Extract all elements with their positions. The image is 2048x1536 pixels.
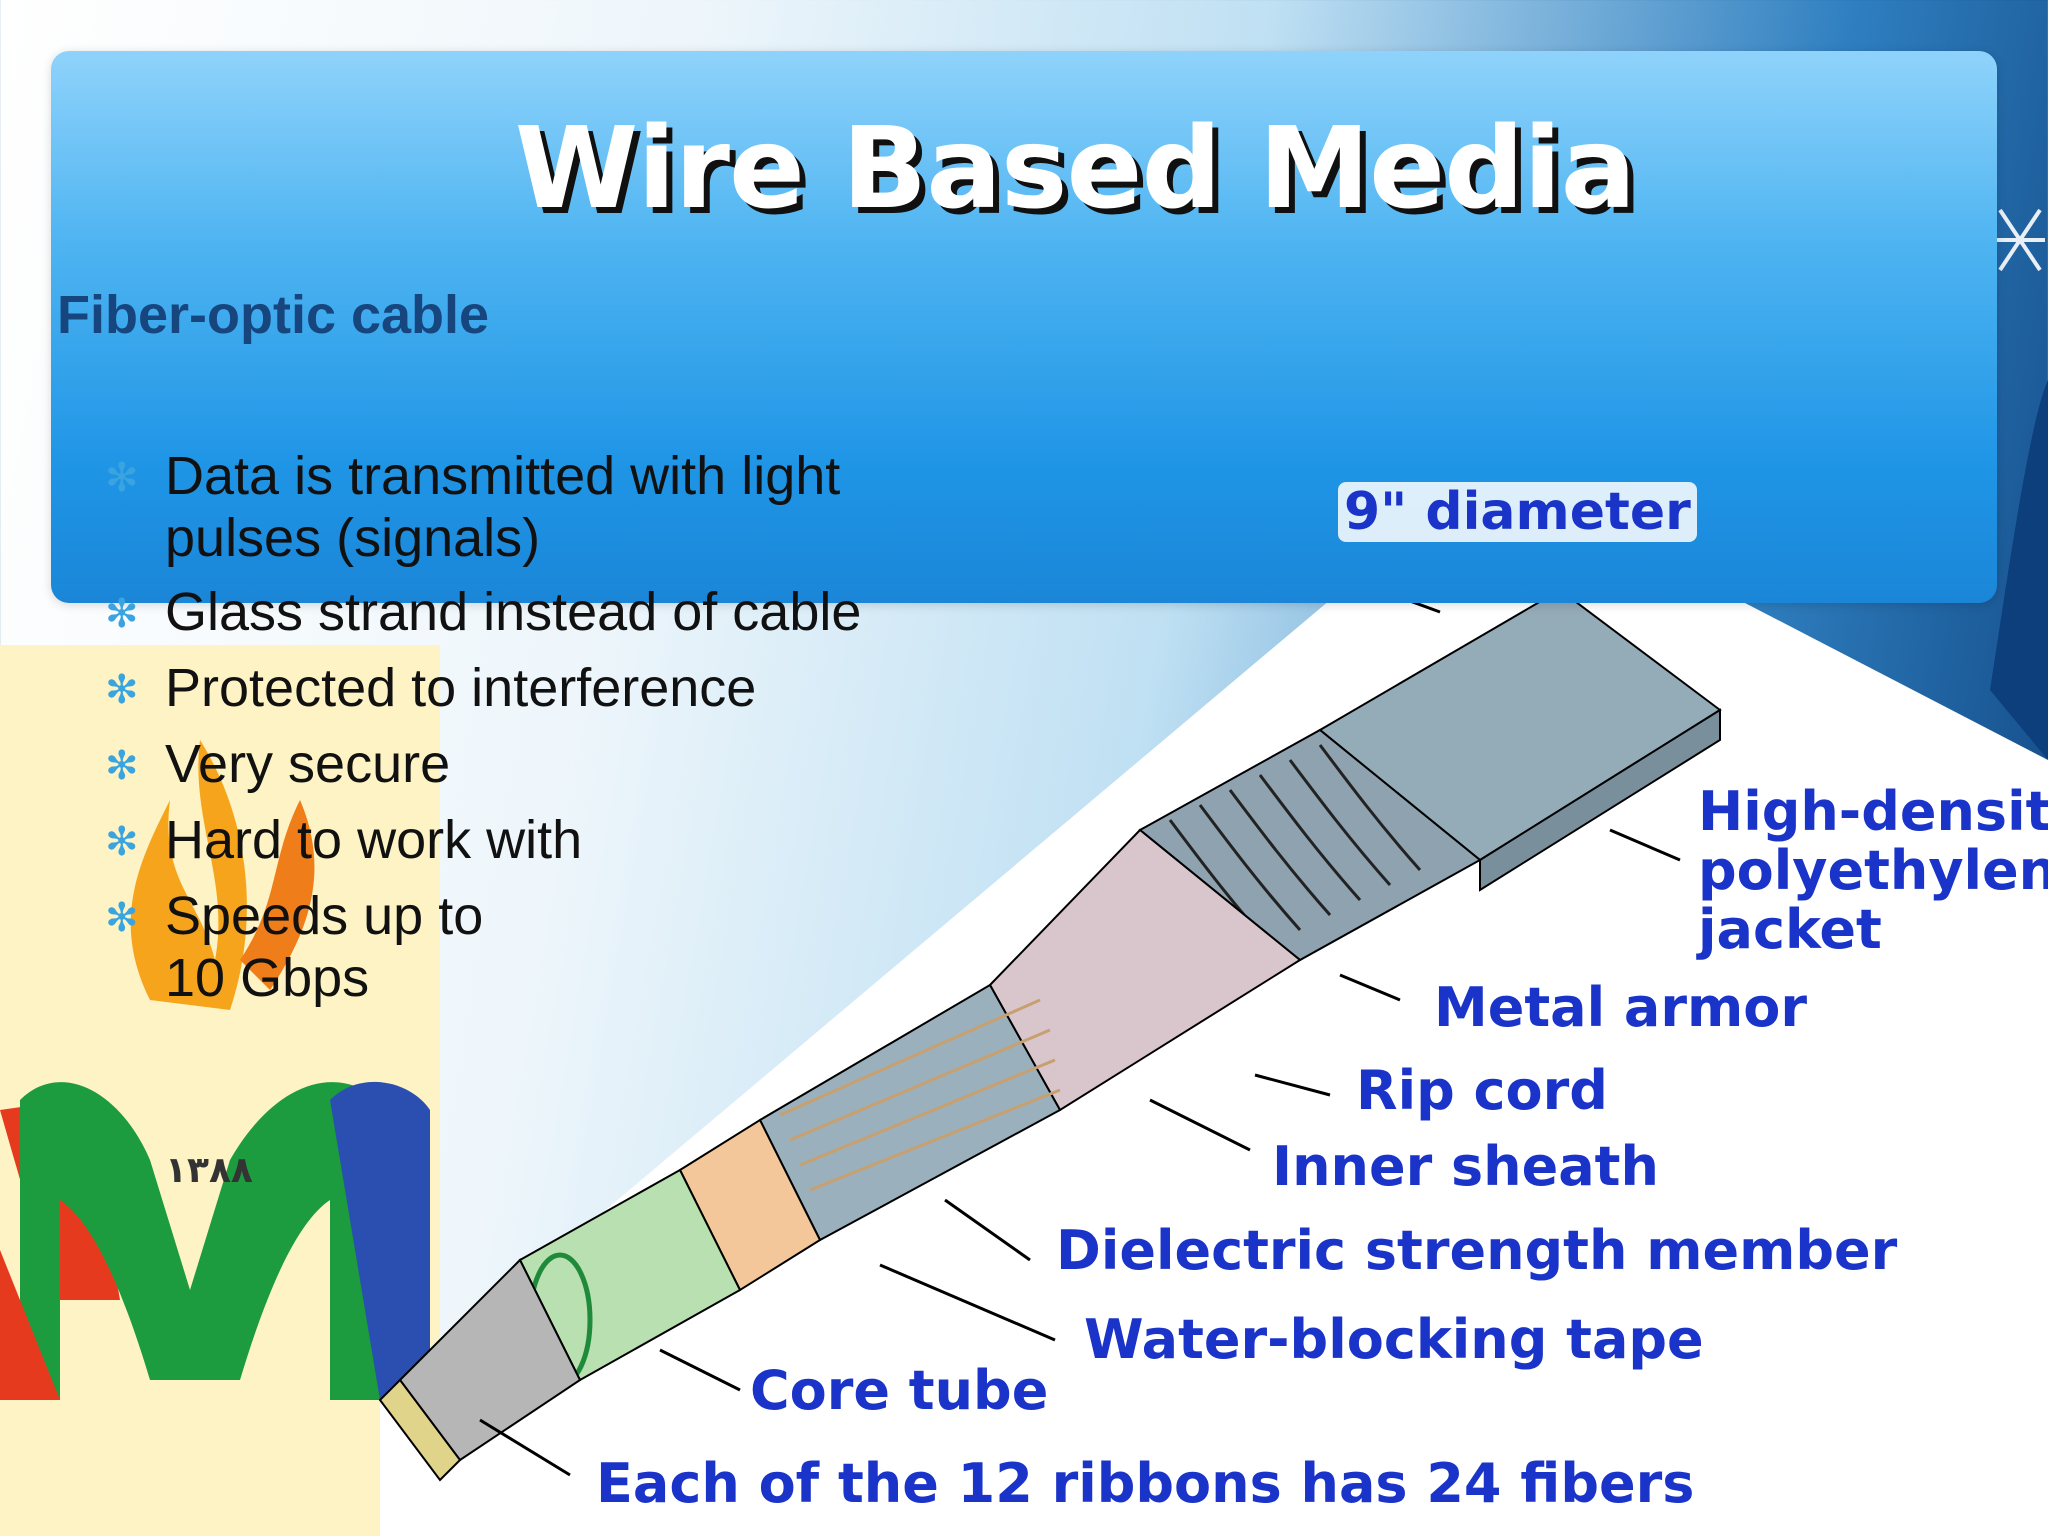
label-rip-cord: Rip cord bbox=[1356, 1059, 1608, 1122]
diameter-label: 9" diameter bbox=[1338, 482, 1697, 542]
snowflake-bullet-icon: ✻ bbox=[105, 456, 139, 500]
snowflake-bullet-icon: ✻ bbox=[105, 668, 139, 712]
snowflake-bullet-icon: ✻ bbox=[105, 896, 139, 940]
bullet-list: ✻Data is transmitted with light pulses (… bbox=[105, 445, 925, 1023]
label-jacket-line3: jacket bbox=[1698, 898, 1882, 961]
label-jacket-line1: High-density bbox=[1698, 780, 2048, 843]
label-water-tape: Water-blocking tape bbox=[1084, 1308, 1704, 1371]
bullet-item: ✻Very secure bbox=[105, 733, 925, 795]
snowflake-bullet-icon: ✻ bbox=[105, 820, 139, 864]
label-metal-armor: Metal armor bbox=[1434, 976, 1807, 1039]
bullet-item: ✻Hard to work with bbox=[105, 809, 925, 871]
snowflake-icon bbox=[1995, 208, 2045, 272]
snowflake-bullet-icon: ✻ bbox=[105, 744, 139, 788]
logo-text: ۱۳۸۸ bbox=[165, 1150, 253, 1191]
slide-title: Wire Based Media bbox=[514, 104, 1636, 234]
label-dielectric: Dielectric strength member bbox=[1056, 1219, 1898, 1282]
label-jacket-line2: polyethylene bbox=[1698, 839, 2048, 902]
label-ribbons: Each of the 12 ribbons has 24 fibers bbox=[596, 1452, 1695, 1515]
dark-corner-shape bbox=[1990, 380, 2048, 760]
logo: ۱۳۸۸ bbox=[0, 645, 440, 1536]
white-backdrop bbox=[380, 590, 2048, 1536]
fiber-cable-diagram bbox=[378, 588, 2048, 1536]
label-core-tube: Core tube bbox=[750, 1359, 1049, 1422]
slide-subtitle: Fiber-optic cable bbox=[57, 285, 490, 345]
bullet-item: ✻Speeds up to 10 Gbps bbox=[105, 886, 484, 1008]
label-inner-sheath: Inner sheath bbox=[1272, 1135, 1659, 1198]
bullet-item: ✻Protected to interference bbox=[105, 657, 925, 719]
snowflake-bullet-icon: ✻ bbox=[105, 592, 139, 636]
bullet-item: ✻Glass strand instead of cable bbox=[105, 581, 925, 643]
bullet-item: ✻Data is transmitted with light pulses (… bbox=[105, 446, 841, 568]
